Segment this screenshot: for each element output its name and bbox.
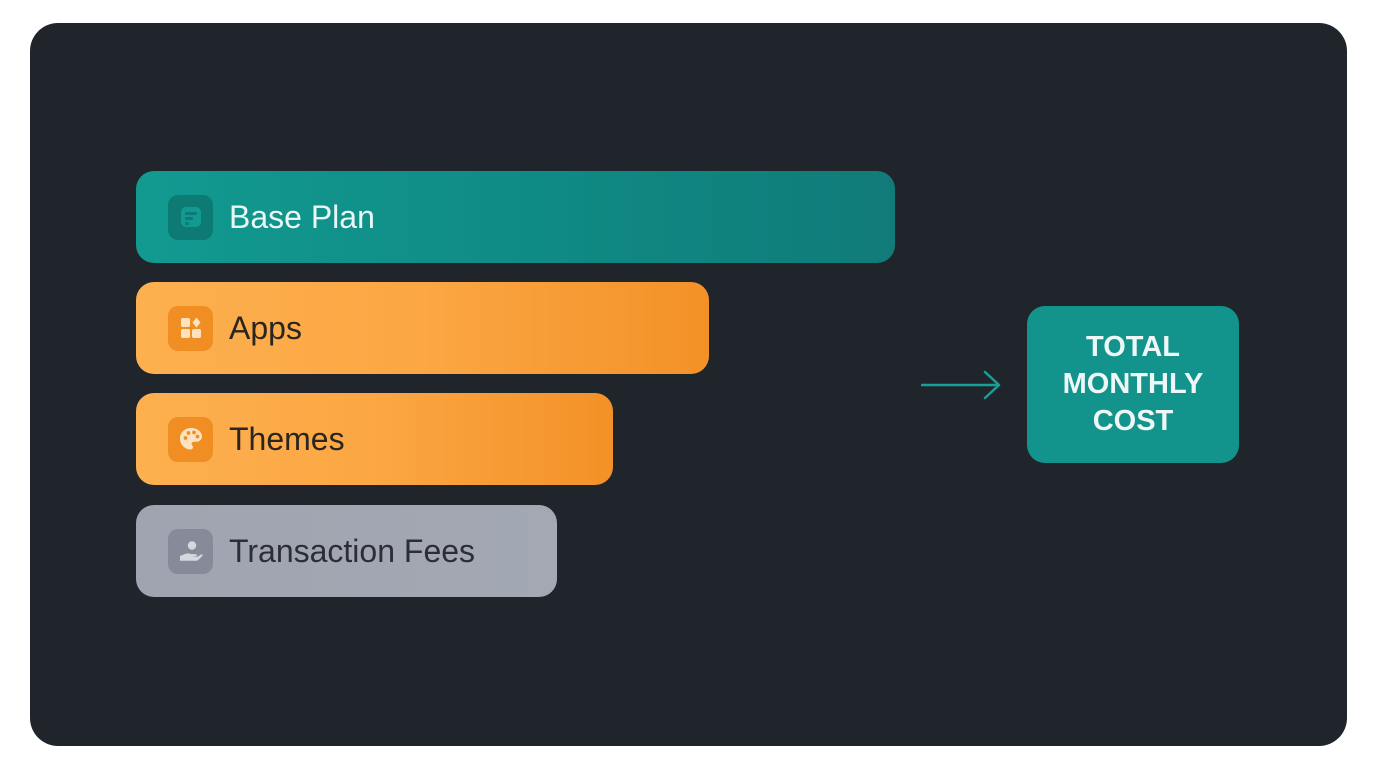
arrow-right-icon [921,370,1001,400]
plan-icon [168,194,213,240]
total-monthly-cost-label: TOTAL MONTHLY COST [1062,331,1204,437]
bar-themes: Themes [136,393,613,485]
bar-label-base-plan: Base Plan [229,199,375,235]
bar-label-transaction-fees: Transaction Fees [229,533,476,569]
bar-transaction-fees: Transaction Fees [136,505,557,597]
bar-apps: Apps [136,282,709,374]
apps-grid-icon [168,305,213,351]
palette-icon [168,416,213,462]
bar-label-apps: Apps [229,310,302,346]
bar-base-plan: Base Plan [136,171,895,263]
total-monthly-cost-box: TOTAL MONTHLY COST [1027,306,1239,463]
user-hand-icon [168,528,213,574]
bar-label-themes: Themes [229,421,345,457]
